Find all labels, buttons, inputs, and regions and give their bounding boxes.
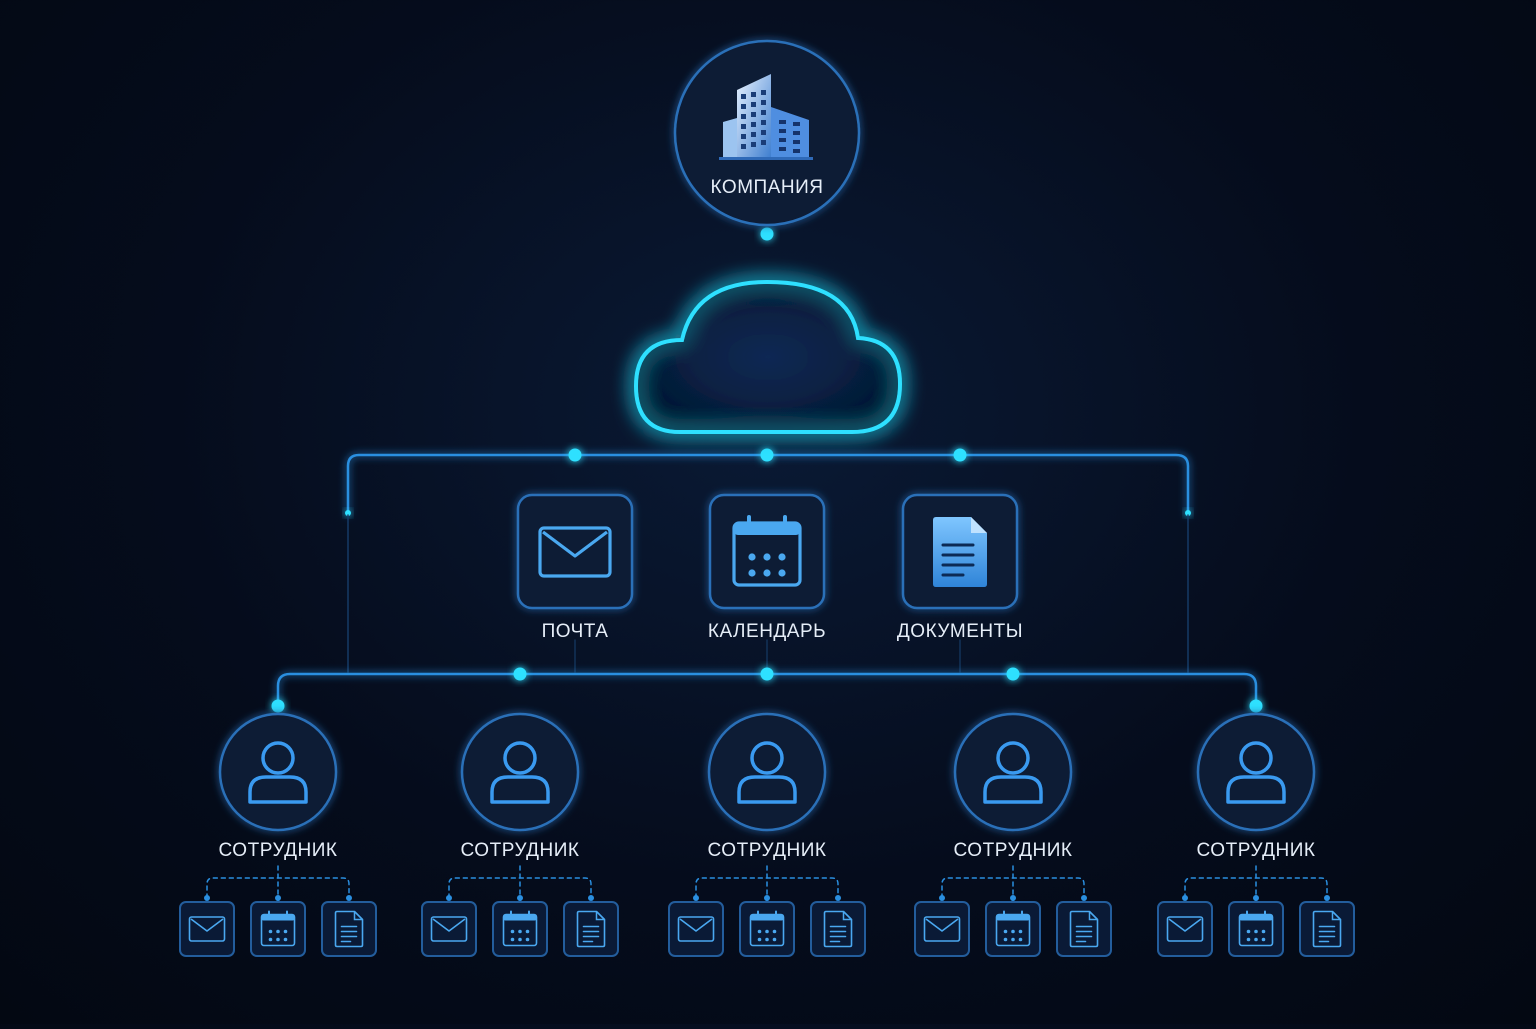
employee-label: СОТРУДНИК [460,840,580,861]
connector-dot [764,895,770,901]
app-connector [206,877,350,899]
employee-app-tile [179,901,235,957]
employee-label: СОТРУДНИК [1196,840,1316,861]
document-icon [1312,910,1342,948]
service-label-mail: ПОЧТА [541,621,609,642]
connector-dot [1010,895,1016,901]
company-node [673,39,861,227]
calendar-icon [1238,910,1274,947]
mail-icon [677,916,715,942]
employee-label: СОТРУДНИК [218,840,338,861]
service-tile-documents [901,493,1019,610]
mail-icon [923,916,961,942]
document-icon [334,910,364,948]
employee-app-tile [1157,901,1213,957]
connector-dot [588,895,594,901]
employee-node [953,712,1073,832]
employee-app-tile [914,901,970,957]
user-icon [737,741,797,804]
document-icon [933,517,987,587]
user-icon [1226,741,1286,804]
mail-icon [538,526,612,578]
calendar-icon [749,910,785,947]
calendar-icon [502,910,538,947]
connector-dot [446,895,452,901]
calendar-icon [732,515,802,587]
service-label-documents: ДОКУМЕНТЫ [896,621,1024,642]
cloud-icon [633,279,903,434]
employee-app-tile [668,901,724,957]
calendar-icon [995,910,1031,947]
calendar-icon [260,910,296,947]
connector-dot [939,895,945,901]
employee-node [707,712,827,832]
employee-app-tile [1056,901,1112,957]
employee-app-tile [563,901,619,957]
user-icon [983,741,1043,804]
connector-dot [271,699,285,713]
employee-label: СОТРУДНИК [953,840,1073,861]
employee-node [1196,712,1316,832]
connector-dot [204,895,210,901]
employee-app-tile [492,901,548,957]
app-connector [1184,877,1328,899]
employee-app-tile [1299,901,1355,957]
employee-app-tile [810,901,866,957]
app-connector [695,877,839,899]
building-icon [719,74,813,160]
document-icon [823,910,853,948]
employee-app-tile [985,901,1041,957]
service-tile-calendar [708,493,826,610]
employee-node [218,712,338,832]
connector-dot [693,895,699,901]
employee-app-tile [1228,901,1284,957]
service-label-calendar: КАЛЕНДАРЬ [707,621,827,642]
connector-dot [517,895,523,901]
connector-dot [346,895,352,901]
user-icon [490,741,550,804]
connector-dot [1253,895,1259,901]
employee-app-tile [321,901,377,957]
connector-dot [835,895,841,901]
mail-icon [430,916,468,942]
connector-dot [1324,895,1330,901]
connector-dot [1182,895,1188,901]
employee-app-tile [250,901,306,957]
mail-icon [1166,916,1204,942]
app-connector [448,877,592,899]
document-icon [1069,910,1099,948]
app-connector [941,877,1085,899]
service-tile-mail [516,493,634,610]
connector-dot [760,227,774,241]
user-icon [248,741,308,804]
employee-node [460,712,580,832]
employee-app-tile [739,901,795,957]
document-icon [576,910,606,948]
connector-dot [1249,699,1263,713]
connector-dot [345,510,351,516]
employee-label: СОТРУДНИК [707,840,827,861]
company-label: КОМПАНИЯ [710,177,824,198]
connector-dot [275,895,281,901]
mail-icon [188,916,226,942]
connector-dot [1081,895,1087,901]
employee-app-tile [421,901,477,957]
connector-dot [1185,510,1191,516]
